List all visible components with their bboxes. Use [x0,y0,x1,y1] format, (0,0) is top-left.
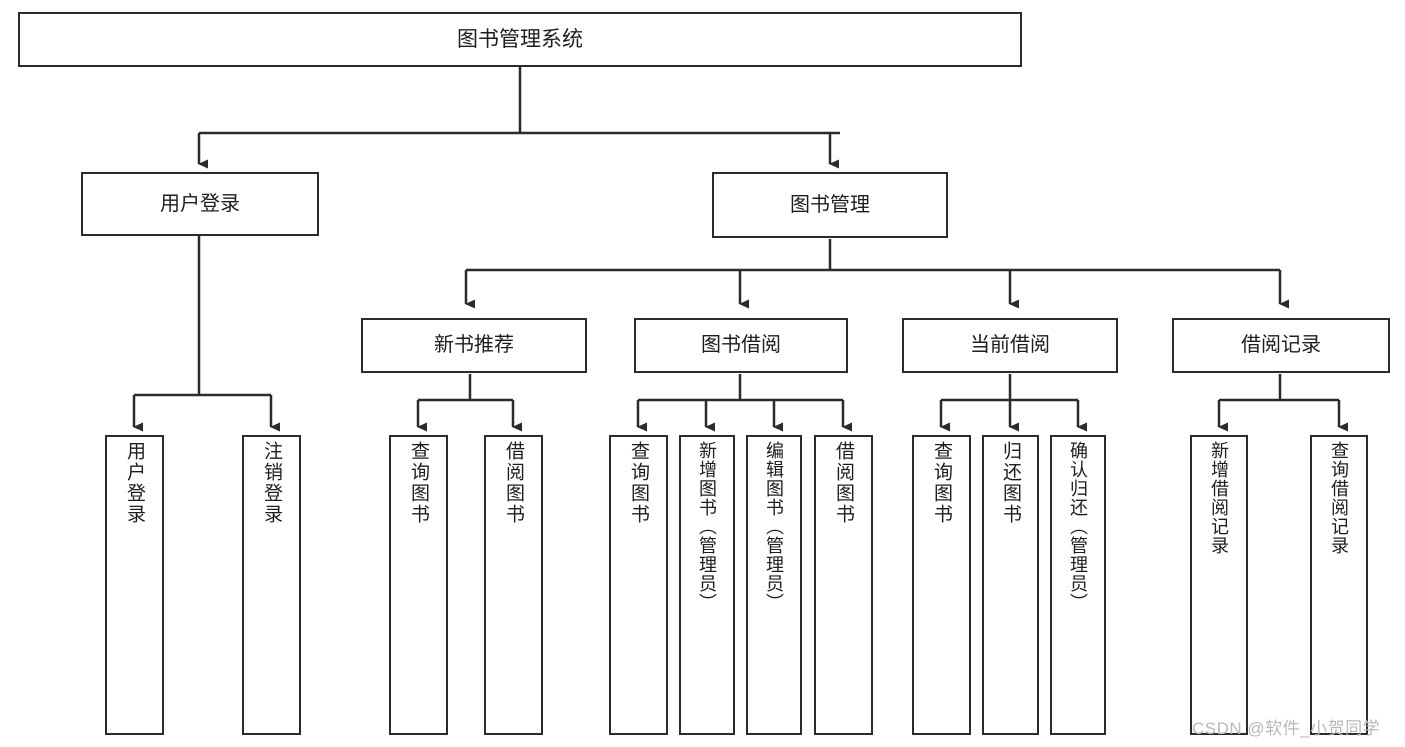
node-book-borrow-label: 图书借阅 [701,334,781,357]
node-book-management-label: 图书管理 [790,193,870,216]
node-user-login[interactable]: 用户登录 [81,172,319,236]
csdn-watermark: CSDN @软件_小贺同学 [1192,719,1381,738]
leaf-borrow-book-2[interactable]: 借阅图书 [814,435,873,735]
leaf-add-book-label: 新增图书（管理员） [697,441,717,612]
node-current-borrow[interactable]: 当前借阅 [902,318,1118,373]
leaf-return-book-label: 归还图书 [1000,441,1021,525]
node-borrow-record[interactable]: 借阅记录 [1172,318,1390,373]
leaf-query-book-1-label: 查询图书 [408,441,429,525]
node-root[interactable]: 图书管理系统 [18,12,1022,67]
leaf-edit-book-label: 编辑图书（管理员） [764,441,784,612]
node-new-book-recommend-label: 新书推荐 [434,334,514,357]
leaf-user-login[interactable]: 用户登录 [105,435,164,735]
leaf-query-book-2[interactable]: 查询图书 [609,435,668,735]
node-user-login-label: 用户登录 [160,192,240,215]
leaf-borrow-book-1-label: 借阅图书 [503,441,524,525]
leaf-return-book[interactable]: 归还图书 [982,435,1039,735]
node-borrow-record-label: 借阅记录 [1241,334,1321,357]
leaf-query-record-label: 查询借阅记录 [1329,441,1349,555]
leaf-borrow-book-2-label: 借阅图书 [833,441,854,525]
leaf-add-record[interactable]: 新增借阅记录 [1190,435,1248,735]
leaf-confirm-return-label: 确认归还（管理员） [1068,441,1088,612]
leaf-query-book-1[interactable]: 查询图书 [389,435,448,735]
node-new-book-recommend[interactable]: 新书推荐 [361,318,587,373]
leaf-query-book-3-label: 查询图书 [931,441,952,525]
leaf-query-record[interactable]: 查询借阅记录 [1310,435,1368,735]
leaf-logout-login[interactable]: 注销登录 [242,435,301,735]
node-book-borrow[interactable]: 图书借阅 [634,318,848,373]
leaf-logout-login-label: 注销登录 [261,441,282,525]
leaf-query-book-2-label: 查询图书 [628,441,649,525]
node-current-borrow-label: 当前借阅 [970,334,1050,357]
leaf-add-book[interactable]: 新增图书（管理员） [679,435,735,735]
leaf-add-record-label: 新增借阅记录 [1209,441,1229,555]
node-book-management[interactable]: 图书管理 [712,172,948,238]
leaf-borrow-book-1[interactable]: 借阅图书 [484,435,543,735]
leaf-user-login-label: 用户登录 [124,441,145,525]
leaf-query-book-3[interactable]: 查询图书 [912,435,971,735]
node-root-label: 图书管理系统 [457,27,583,51]
leaf-confirm-return[interactable]: 确认归还（管理员） [1050,435,1106,735]
leaf-edit-book[interactable]: 编辑图书（管理员） [746,435,802,735]
